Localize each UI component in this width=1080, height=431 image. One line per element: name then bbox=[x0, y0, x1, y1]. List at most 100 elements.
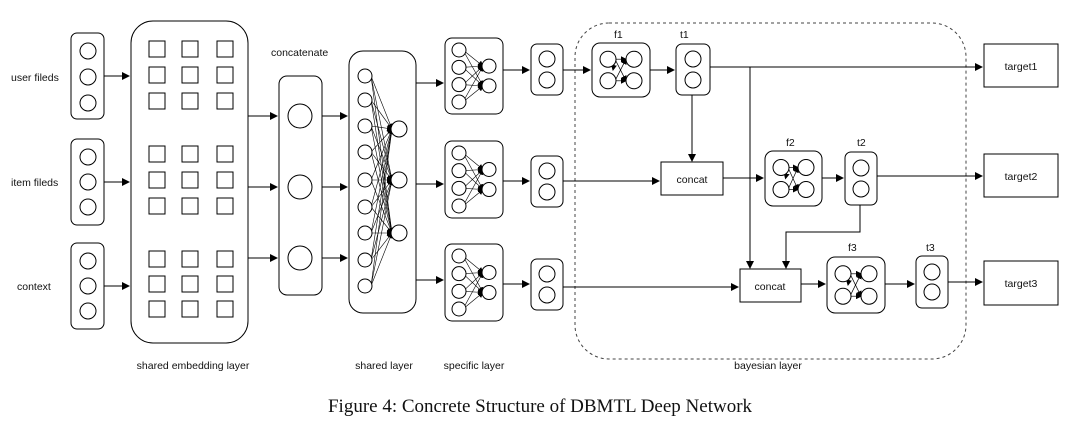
shared-input-node bbox=[357, 118, 373, 134]
f1-block-node bbox=[625, 50, 643, 68]
t1-label: t1 bbox=[680, 29, 689, 41]
f2-block-node bbox=[797, 181, 815, 198]
shared-input-node bbox=[357, 252, 373, 268]
embedding-cell bbox=[216, 145, 234, 163]
shared-input-node bbox=[357, 92, 373, 108]
specific-tower-3-edge bbox=[462, 291, 484, 310]
specific-output-pairs bbox=[530, 43, 564, 311]
specific-tower-1-in-node bbox=[451, 59, 467, 75]
concat-label-3: concat bbox=[755, 281, 786, 293]
t2-label: t2 bbox=[857, 137, 866, 149]
shared-hidden-node bbox=[390, 171, 408, 189]
specific-tower-3-in-node bbox=[451, 283, 467, 299]
specific-tower-3-out-node bbox=[481, 264, 497, 280]
input-label-user: user fileds bbox=[11, 72, 59, 84]
pair-node bbox=[538, 265, 556, 283]
shared-hidden-node bbox=[390, 120, 408, 138]
input-label-context: context bbox=[17, 281, 51, 293]
shared-connection bbox=[370, 151, 394, 234]
concat-box-3 bbox=[739, 268, 802, 303]
pair-node bbox=[538, 50, 556, 68]
embedding-cell bbox=[148, 250, 166, 268]
shared-connection bbox=[370, 125, 393, 181]
shared-connection bbox=[370, 128, 395, 287]
bayesian-layer-label: bayesian layer bbox=[734, 360, 802, 372]
embedding-cell bbox=[148, 145, 166, 163]
shared-connection bbox=[370, 179, 394, 287]
arrow-t2-concat3 bbox=[782, 205, 861, 269]
embedding-cell bbox=[148, 275, 166, 293]
specific-output-pair-2 bbox=[530, 155, 564, 208]
embedding-cell bbox=[148, 40, 166, 58]
shared-connection bbox=[370, 128, 394, 234]
shared-input-node bbox=[357, 68, 373, 84]
f3-block-node bbox=[860, 265, 878, 283]
f2-block-node bbox=[772, 181, 790, 198]
specific-layer-towers bbox=[444, 37, 504, 322]
shared-connection bbox=[370, 128, 393, 181]
embedding-cell bbox=[181, 197, 199, 215]
bayesian-f-blocks bbox=[591, 42, 886, 314]
specific-tower-2-in-node bbox=[451, 198, 467, 214]
specific-layer-label: specific layer bbox=[444, 360, 505, 372]
context-group bbox=[70, 242, 105, 330]
shared-input-node bbox=[357, 199, 373, 215]
concat-label-2: concat bbox=[677, 174, 708, 186]
specific-tower-2-out-node bbox=[481, 182, 497, 198]
shared-connection bbox=[370, 128, 395, 261]
specific-tower-2-edge bbox=[462, 168, 484, 207]
f1-block bbox=[591, 42, 651, 98]
f3-block-node bbox=[834, 265, 852, 283]
f1-block-node bbox=[599, 72, 617, 90]
specific-tower-3-edge bbox=[462, 271, 484, 310]
embedding-cell bbox=[148, 66, 166, 84]
target1-label: target1 bbox=[1005, 61, 1038, 73]
f2-block-node bbox=[797, 159, 815, 176]
embedding-cell bbox=[216, 275, 234, 293]
specific-tower-1-out-node bbox=[481, 78, 497, 94]
f1-block-node bbox=[599, 50, 617, 68]
embedding-cell bbox=[148, 300, 166, 318]
pair-node bbox=[538, 71, 556, 89]
specific-tower-2-in-node bbox=[451, 180, 467, 196]
f3-block-node bbox=[834, 287, 852, 305]
embedding-cell bbox=[216, 66, 234, 84]
specific-tower-1-edge bbox=[462, 65, 484, 103]
embedding-cell bbox=[181, 66, 199, 84]
f3-block bbox=[826, 256, 886, 314]
f1-label: f1 bbox=[614, 29, 623, 41]
specific-tower-2-in-node bbox=[451, 145, 467, 161]
shared-connection bbox=[370, 179, 394, 261]
f3-block-node bbox=[860, 287, 878, 305]
figure-caption: Figure 4: Concrete Structure of DBMTL De… bbox=[327, 396, 753, 417]
t2-block bbox=[844, 151, 878, 206]
specific-tower-1-edge bbox=[462, 85, 484, 103]
f2-label: f2 bbox=[786, 137, 795, 149]
dbmtl-diagram: user fileds item fileds context concaten… bbox=[11, 20, 1059, 372]
shared-input-node bbox=[357, 172, 373, 188]
shared-connection bbox=[370, 99, 394, 181]
embedding-cell bbox=[216, 92, 234, 110]
embedding-cell bbox=[148, 197, 166, 215]
f3-label: f3 bbox=[848, 242, 857, 254]
f1-block-node bbox=[625, 72, 643, 90]
target3-label: target3 bbox=[1005, 278, 1038, 290]
shared-embedding-layer-label: shared embedding layer bbox=[137, 360, 250, 372]
f1-block-edge bbox=[614, 58, 627, 81]
embedding-cell bbox=[181, 92, 199, 110]
shared-connection bbox=[370, 128, 394, 208]
specific-tower-2-edge bbox=[462, 152, 484, 191]
f2-block-frame bbox=[764, 150, 823, 207]
f3-block-edge bbox=[849, 272, 862, 297]
embedding-cell bbox=[181, 145, 199, 163]
embedding-cell bbox=[216, 40, 234, 58]
specific-tower-1-out-node bbox=[481, 58, 497, 74]
embedding-cell bbox=[216, 300, 234, 318]
specific-tower-3-out-node bbox=[481, 285, 497, 301]
shared-connection bbox=[370, 232, 393, 287]
shared-layer-network bbox=[357, 68, 408, 294]
target2-box bbox=[983, 153, 1059, 198]
f2-block bbox=[764, 150, 823, 207]
concat-box-2 bbox=[660, 161, 724, 196]
shared-hidden-node bbox=[390, 224, 408, 242]
